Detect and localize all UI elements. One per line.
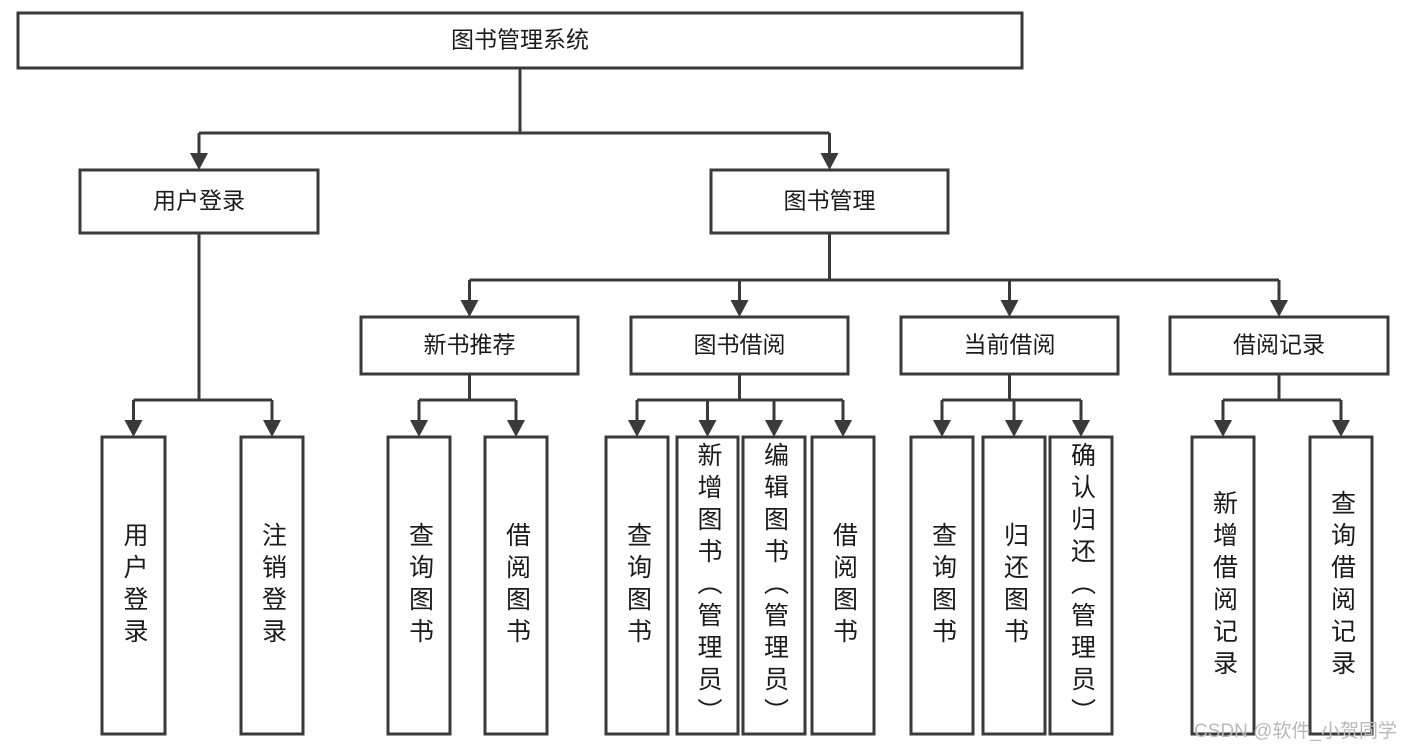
- node-book-borrow-label: 图书借阅: [694, 332, 786, 358]
- node-leaf-query-borrow-record[interactable]: [1308, 435, 1374, 736]
- node-new-book-recommend-label: 新书推荐: [424, 332, 516, 358]
- node-leaf-add-book[interactable]: [675, 435, 740, 736]
- node-leaf-confirm-return-box: [1048, 435, 1114, 736]
- arrow-head-icon: [1005, 420, 1023, 437]
- arrow-head-icon: [263, 420, 281, 437]
- node-leaf-query-book-2-box: [604, 435, 670, 736]
- node-user-login-box: [78, 168, 320, 235]
- watermark-text: CSDN @软件_小贺同学: [1194, 721, 1397, 742]
- edges-layer: [124, 68, 1350, 437]
- node-borrow-record[interactable]: 借阅记录: [1168, 315, 1390, 376]
- node-root-label: 图书管理系统: [451, 27, 589, 53]
- node-book-manage-label: 图书管理: [784, 188, 876, 214]
- node-leaf-logout-box: [239, 435, 305, 736]
- arrow-head-icon: [820, 153, 839, 170]
- arrow-head-icon: [933, 420, 951, 437]
- node-leaf-query-book-3[interactable]: [909, 435, 975, 736]
- node-leaf-edit-book[interactable]: [741, 435, 807, 736]
- node-leaf-query-book-1-box: [386, 435, 452, 736]
- node-user-login[interactable]: 用户登录: [78, 168, 320, 235]
- arrow-head-icon: [628, 420, 646, 437]
- node-leaf-logout[interactable]: [239, 435, 305, 736]
- node-leaf-return-book[interactable]: [981, 435, 1047, 736]
- arrow-head-icon: [507, 420, 525, 437]
- arrow-head-icon: [730, 300, 749, 317]
- node-leaf-add-borrow-record[interactable]: [1190, 435, 1256, 736]
- node-leaf-return-book-box: [981, 435, 1047, 736]
- node-borrow-record-box: [1168, 315, 1390, 376]
- arrow-head-icon: [1270, 300, 1288, 317]
- node-root: 图书管理系统: [16, 11, 1024, 70]
- node-root-box: [16, 11, 1024, 70]
- node-new-book-recommend[interactable]: 新书推荐: [359, 315, 580, 376]
- arrow-head-icon: [460, 300, 479, 317]
- arrow-head-icon: [765, 420, 783, 437]
- arrow-head-icon: [410, 420, 428, 437]
- node-leaf-add-book-box: [675, 435, 740, 736]
- node-leaf-user-login[interactable]: [100, 435, 167, 736]
- node-borrow-record-label: 借阅记录: [1233, 332, 1325, 358]
- node-current-borrow[interactable]: 当前借阅: [899, 315, 1120, 376]
- node-book-borrow[interactable]: 图书借阅: [629, 315, 850, 376]
- arrow-head-icon: [834, 420, 852, 437]
- node-new-book-recommend-box: [359, 315, 580, 376]
- arrow-head-icon: [698, 420, 717, 437]
- node-current-borrow-box: [899, 315, 1120, 376]
- node-leaf-borrow-book-2-box: [810, 435, 876, 736]
- node-leaf-borrow-book-1-box: [483, 435, 549, 736]
- node-leaf-query-book-3-box: [909, 435, 975, 736]
- node-current-borrow-label: 当前借阅: [964, 332, 1056, 358]
- arrow-head-icon: [1072, 420, 1090, 437]
- arrow-head-icon: [190, 153, 208, 170]
- node-leaf-edit-book-box: [741, 435, 807, 736]
- node-leaf-confirm-return[interactable]: [1048, 435, 1114, 736]
- arrow-head-icon: [1214, 420, 1232, 437]
- node-user-login-label: 用户登录: [153, 188, 245, 214]
- node-book-manage[interactable]: 图书管理: [709, 168, 950, 235]
- node-leaf-query-borrow-record-box: [1308, 435, 1374, 736]
- arrow-head-icon: [1000, 300, 1019, 317]
- node-leaf-query-book-2[interactable]: [604, 435, 670, 736]
- node-book-borrow-box: [629, 315, 850, 376]
- node-leaf-borrow-book-1[interactable]: [483, 435, 549, 736]
- node-book-manage-box: [709, 168, 950, 235]
- node-leaf-borrow-book-2[interactable]: [810, 435, 876, 736]
- node-leaf-add-borrow-record-box: [1190, 435, 1256, 736]
- node-leaf-user-login-box: [100, 435, 167, 736]
- arrow-head-icon: [1332, 420, 1350, 437]
- node-leaf-query-book-1[interactable]: [386, 435, 452, 736]
- arrow-head-icon: [124, 420, 143, 437]
